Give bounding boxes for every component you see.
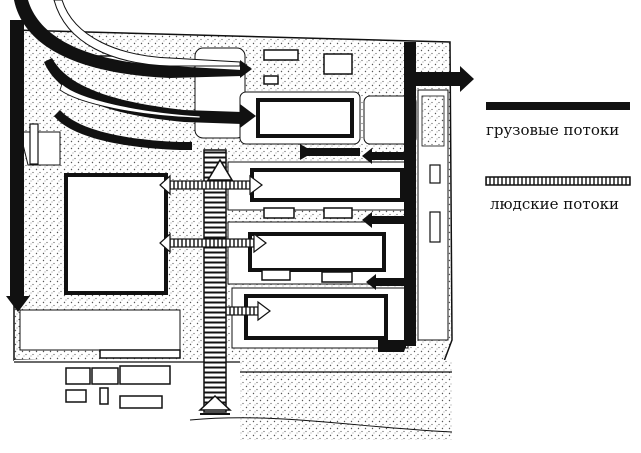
cargo-flows: [6, 0, 474, 352]
legend-people-swatch: [485, 176, 631, 186]
legend-cargo-swatch: [486, 102, 630, 110]
people-flows: [159, 149, 271, 415]
buildings: [29, 49, 441, 409]
legend-people-label: людские потоки: [490, 195, 619, 213]
legend: [485, 102, 631, 186]
legend-cargo-label: грузовые потоки: [486, 121, 620, 139]
